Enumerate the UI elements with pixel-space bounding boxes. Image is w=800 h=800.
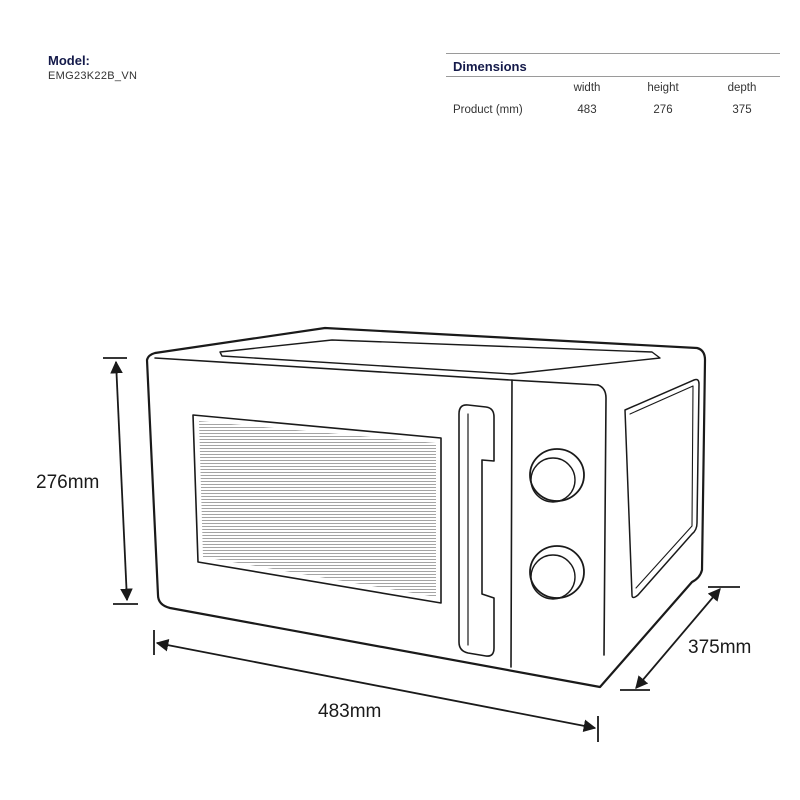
row-label: Product (mm) (453, 104, 523, 116)
table-header-row: width height depth (446, 77, 780, 99)
dimensions-title: Dimensions (453, 59, 527, 74)
timer-knob (529, 448, 585, 502)
value-width: 483 (577, 104, 597, 116)
header-width: width (573, 82, 601, 94)
header-height: height (647, 82, 679, 94)
table-row: Product (mm) 483 276 375 (446, 99, 780, 121)
window-mesh (199, 421, 436, 597)
table-top-rule (446, 53, 780, 54)
depth-dimension-line (635, 588, 721, 689)
model-block: Model: EMG23K22B_VN (48, 52, 137, 83)
depth-label: 375mm (688, 637, 751, 658)
top-panel (219, 339, 661, 375)
width-dimension-line (155, 638, 597, 733)
door-handle (458, 404, 495, 657)
table-header-rule (446, 76, 780, 77)
dimensions-table: Dimensions width height depth Product (m… (446, 53, 780, 121)
control-panel-divider (510, 379, 513, 668)
height-label: 276mm (36, 472, 99, 493)
side-vent (624, 378, 700, 599)
power-knob (529, 545, 585, 599)
value-depth: 375 (732, 104, 752, 116)
door-window (192, 414, 442, 604)
value-height: 276 (653, 104, 673, 116)
height-dimension-line (110, 360, 133, 602)
front-top-edge (154, 357, 599, 386)
microwave-body (145, 326, 707, 689)
front-right-edge (597, 384, 607, 656)
model-label: Model: (48, 53, 90, 68)
header-depth: depth (727, 82, 757, 94)
width-label: 483mm (318, 701, 381, 722)
model-number: EMG23K22B_VN (48, 70, 138, 82)
